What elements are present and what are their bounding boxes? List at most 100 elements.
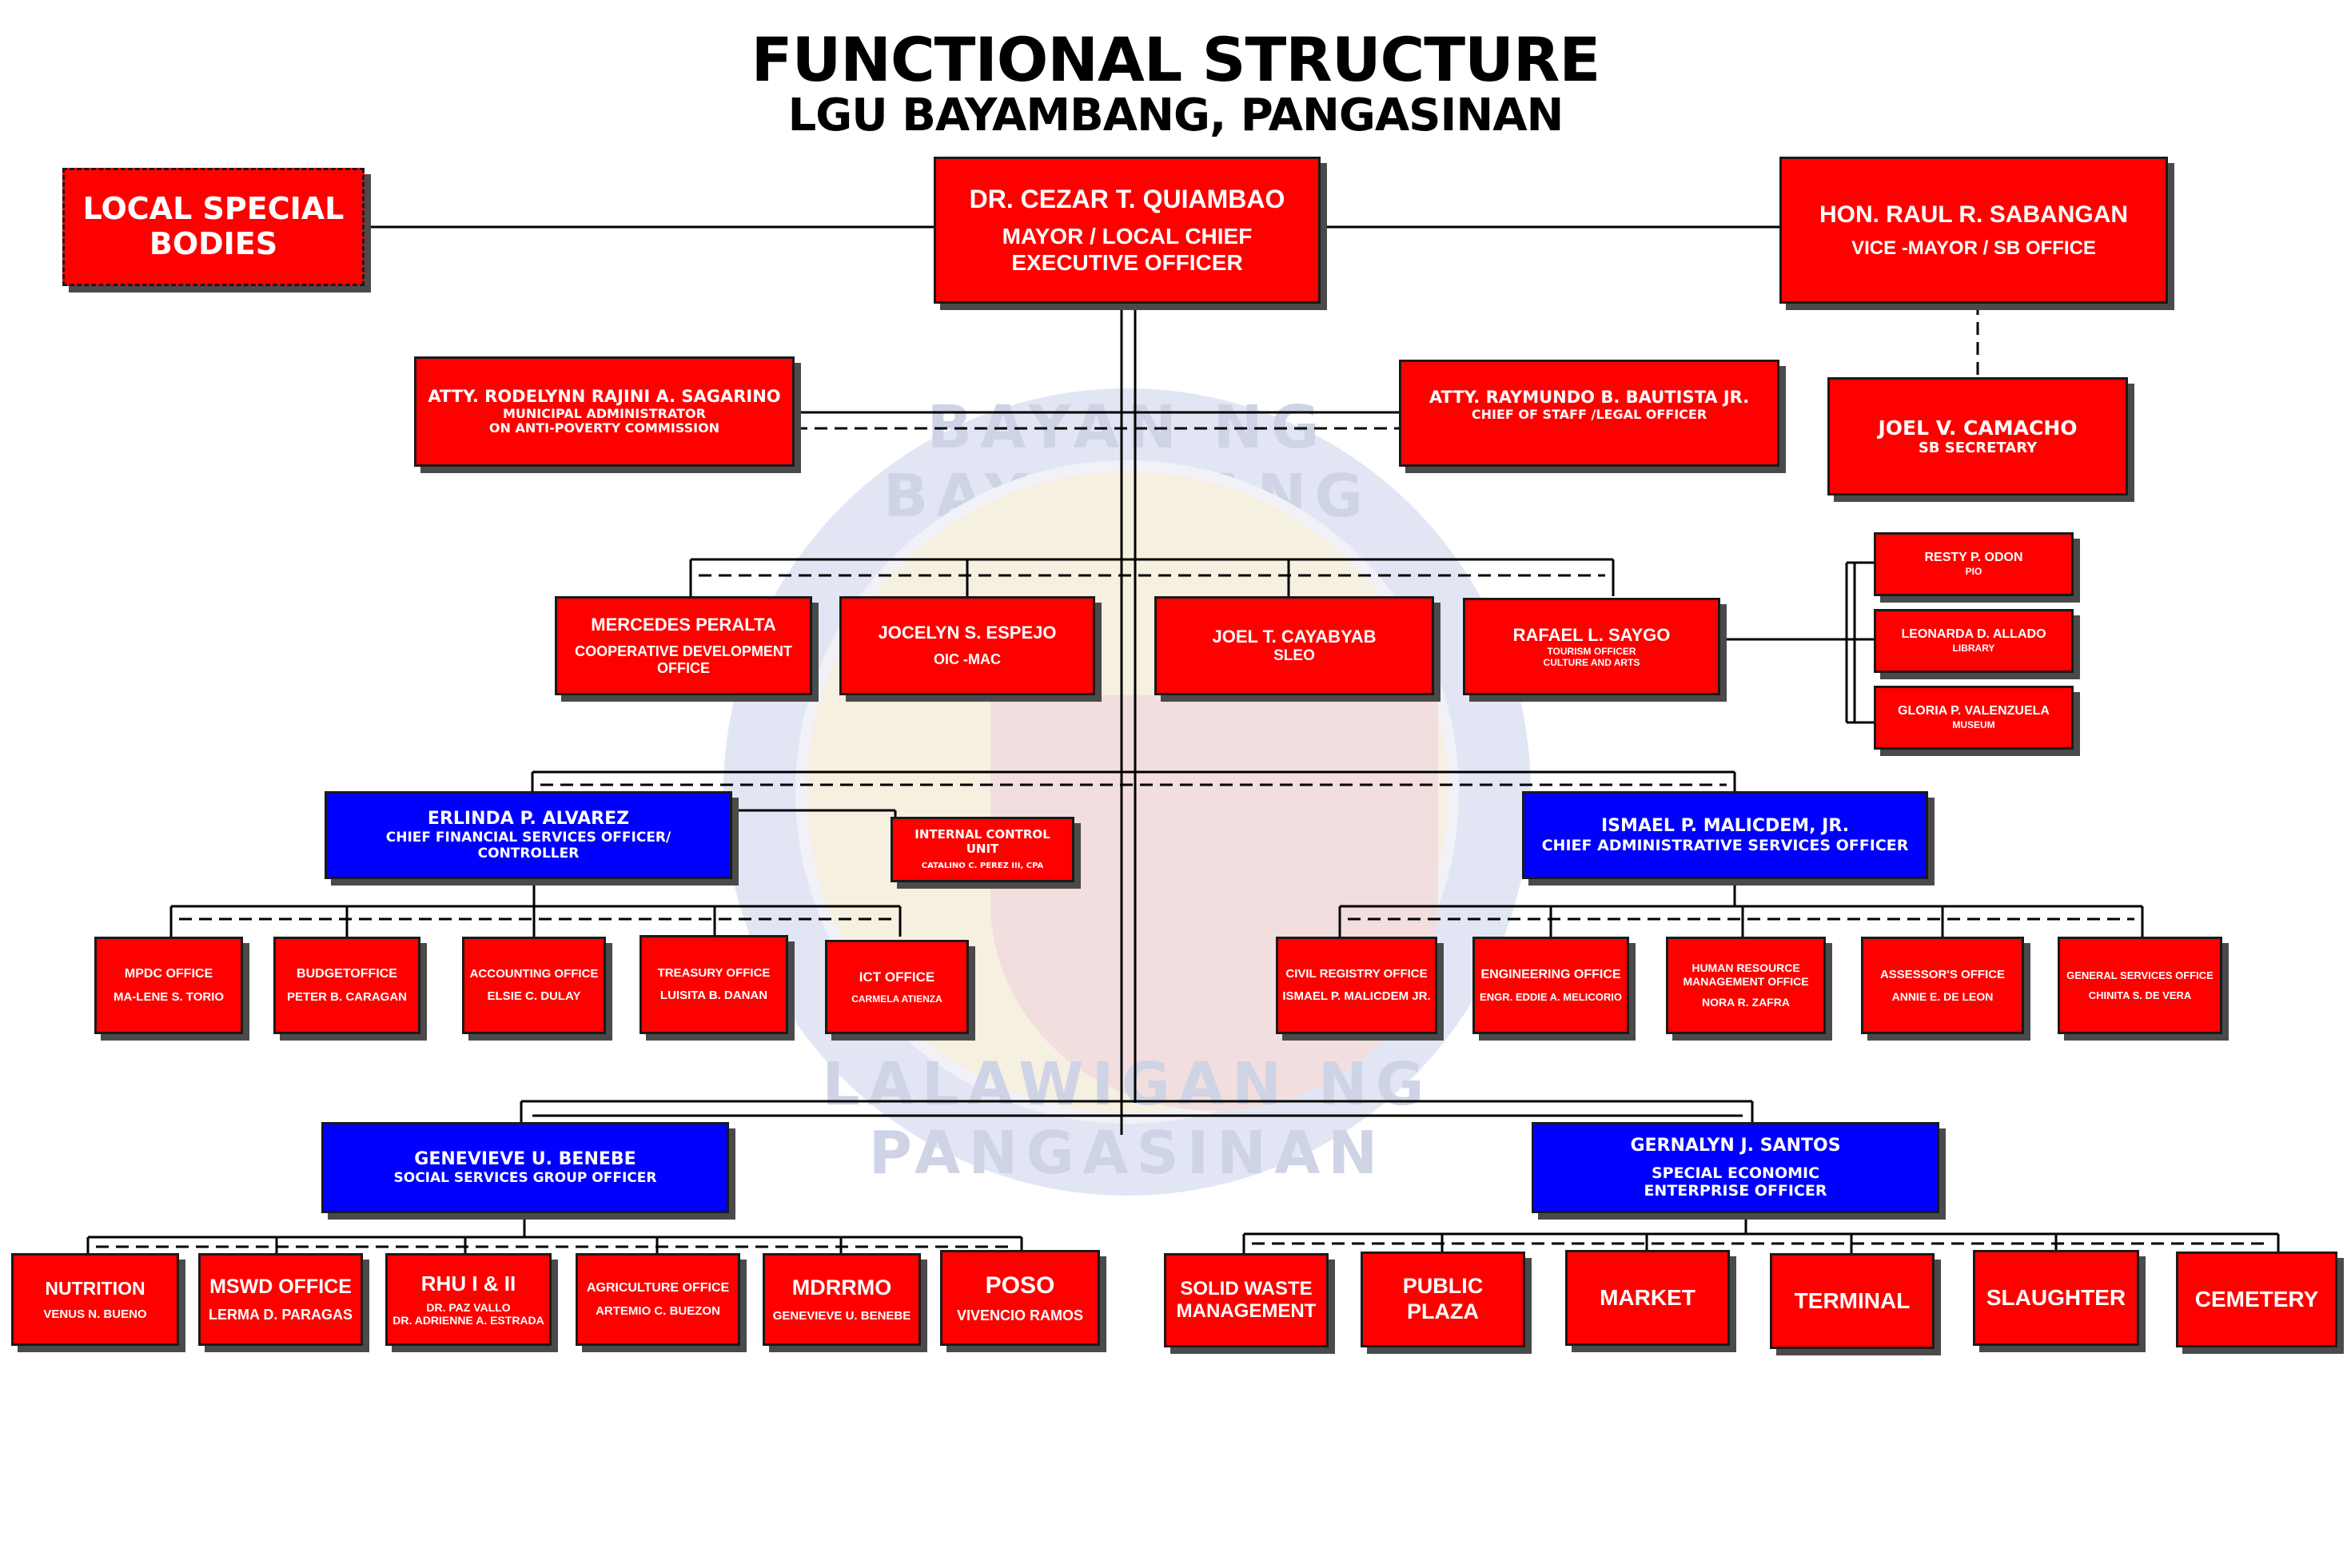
group-head-name: ISMAEL P. MALICDEM, JR. [1600,815,1850,836]
office-head-name: JOEL T. CAYABYAB [1212,626,1377,647]
unit-title: MUSEUM [1952,719,1995,731]
chief-of-staff-name: ATTY. RAYMUNDO B. BAUTISTA JR. [1429,388,1750,407]
unit-label-line1: SOLID WASTE [1180,1277,1313,1299]
unit-label-line2: MANAGEMENT [1176,1300,1317,1322]
unit-head-name: RESTY P. ODON [1924,551,2023,565]
office-person: MA-LENE S. TORIO [113,989,225,1004]
sb-secretary-name: JOEL V. CAMACHO [1878,416,2078,440]
mayor-name: DR. CEZAR T. QUIAMBAO [969,185,1285,214]
office-head-name: JOCELYN S. ESPEJO [878,623,1057,643]
general-services-office-box: GENERAL SERVICES OFFICE CHINITA S. DE VE… [2058,937,2222,1034]
engineering-office-box: ENGINEERING OFFICE ENGR. EDDIE A. MELICO… [1472,937,1629,1034]
seal-text-bottom: LALAWIGAN NG PANGASINAN [822,1050,1433,1188]
office-title: COOPERATIVE DEVELOPMENT OFFICE [575,643,792,676]
office-title-line2: CULTURE AND ARTS [1543,656,1640,668]
office-person: ENGR. EDDIE A. MELICORIO [1480,990,1622,1003]
group-head-name: GENEVIEVE U. BENEBE [414,1149,636,1169]
assessors-office-box: ASSESSOR'S OFFICE ANNIE E. DE LEON [1861,937,2024,1034]
agriculture-office-box: AGRICULTURE OFFICE ARTEMIO C. BUEZON [576,1253,740,1346]
unit-title: PIO [1965,566,1982,578]
local-special-bodies-box: LOCAL SPECIAL BODIES [62,168,365,286]
office-person: GENEVIEVE U. BENEBE [772,1309,911,1323]
office-person: LUISITA B. DANAN [659,989,768,1002]
internal-control-label-line1: INTERNAL CONTROL [914,827,1050,842]
oic-mac-box: JOCELYN S. ESPEJO OIC -MAC [839,596,1095,695]
public-plaza-box: PUBLIC PLAZA [1361,1252,1525,1347]
chief-of-staff-box: ATTY. RAYMUNDO B. BAUTISTA JR. CHIEF OF … [1399,360,1779,467]
chart-title: FUNCTIONAL STRUCTURE [751,24,1601,95]
office-name-line2: MANAGEMENT OFFICE [1683,974,1809,988]
office-name: ICT OFFICE [859,969,935,985]
terminal-box: TERMINAL [1770,1253,1935,1349]
rhu-box: RHU I & II DR. PAZ VALLO DR. ADRIENNE A.… [385,1253,552,1346]
office-person: NORA R. ZAFRA [1702,996,1790,1009]
unit-label: MARKET [1600,1285,1696,1311]
office-person: VIVENCIO RAMOS [956,1307,1084,1324]
mpdc-office-box: MPDC OFFICE MA-LENE S. TORIO [94,937,243,1034]
group-head-title-line2: CONTROLLER [477,845,580,862]
internal-control-unit-box: INTERNAL CONTROL UNIT CATALINO C. PEREZ … [891,817,1074,882]
office-head-name: MERCEDES PERALTA [591,614,776,635]
office-name: MPDC OFFICE [124,966,213,981]
office-person: CHINITA S. DE VERA [2088,989,2192,1001]
solid-waste-management-box: SOLID WASTE MANAGEMENT [1164,1253,1329,1347]
vice-mayor-title: VICE -MAYOR / SB OFFICE [1851,237,2096,259]
office-person: LERMA D. PARAGAS [209,1307,353,1323]
administrator-name: ATTY. RODELYNN RAJINI A. SAGARINO [428,386,781,406]
group-head-title-line1: CHIEF FINANCIAL SERVICES OFFICER/ [385,829,671,846]
museum-box: GLORIA P. VALENZUELA MUSEUM [1874,686,2074,750]
office-name: MSWD OFFICE [209,1275,352,1298]
unit-label-line2: PLAZA [1407,1299,1479,1323]
budget-office-box: BUDGETOFFICE PETER B. CARAGAN [273,937,420,1034]
mdrrmo-box: MDRRMO GENEVIEVE U. BENEBE [763,1253,921,1346]
office-name: ASSESSOR'S OFFICE [1879,967,2006,981]
office-person: DR. PAZ VALLO [426,1300,511,1314]
administrative-services-head-box: ISMAEL P. MALICDEM, JR. CHIEF ADMINISTRA… [1522,791,1928,879]
group-head-name: ERLINDA P. ALVAREZ [427,808,630,829]
office-person: ISMAEL P. MALICDEM JR. [1282,989,1431,1003]
mayor-box: DR. CEZAR T. QUIAMBAO MAYOR / LOCAL CHIE… [934,157,1321,304]
administrator-title-line1: MUNICIPAL ADMINISTRATOR [503,405,706,421]
office-name: RHU I & II [420,1272,516,1296]
office-title-line1: TOURISM OFFICER [1547,645,1636,657]
unit-head-name: LEONARDA D. ALLADO [1901,627,2046,642]
pio-box: RESTY P. ODON PIO [1874,532,2074,596]
office-title: OIC -MAC [934,651,1001,668]
unit-title: LIBRARY [1952,643,1995,655]
group-head-title: SOCIAL SERVICES GROUP OFFICER [393,1169,657,1186]
cooperative-development-box: MERCEDES PERALTA COOPERATIVE DEVELOPMENT… [555,596,812,695]
seal-shield [990,695,1438,1111]
vice-mayor-name: HON. RAUL R. SABANGAN [1819,201,2129,229]
office-person: ARTEMIO C. BUEZON [596,1303,720,1318]
group-head-name: GERNALYN J. SANTOS [1630,1135,1841,1156]
local-special-bodies-label: LOCAL SPECIAL BODIES [82,191,345,261]
cemetery-box: CEMETERY [2176,1252,2337,1347]
office-person: ANNIE E. DE LEON [1891,989,1994,1003]
vice-mayor-box: HON. RAUL R. SABANGAN VICE -MAYOR / SB O… [1779,157,2168,304]
tourism-office-box: RAFAEL L. SAYGO TOURISM OFFICER CULTURE … [1463,598,1720,695]
office-name: ENGINEERING OFFICE [1480,967,1621,981]
library-box: LEONARDA D. ALLADO LIBRARY [1874,609,2074,673]
accounting-office-box: ACCOUNTING OFFICE ELSIE C. DULAY [462,937,606,1034]
group-head-title-line2: ENTERPRISE OFFICER [1644,1181,1827,1200]
office-name-line1: HUMAN RESOURCE [1692,961,1800,975]
ict-office-box: ICT OFFICE CARMELA ATIENZA [825,940,969,1034]
office-name: AGRICULTURE OFFICE [586,1280,730,1295]
mayor-title-line1: MAYOR / LOCAL CHIEF [1002,223,1253,249]
unit-head-name: GLORIA P. VALENZUELA [1898,704,2050,718]
market-box: MARKET [1565,1250,1730,1346]
administrator-title-line2: ON ANTI-POVERTY COMMISSION [488,420,720,436]
office-person: VENUS N. BUENO [43,1307,147,1321]
office-head-name: RAFAEL L. SAYGO [1512,624,1671,645]
office-name: ACCOUNTING OFFICE [469,967,599,981]
sb-secretary-title: SB SECRETARY [1918,440,2038,457]
office-name: CIVIL REGISTRY OFFICE [1285,967,1428,981]
unit-label-line1: PUBLIC [1402,1274,1484,1299]
mayor-title-line2: EXECUTIVE OFFICER [1011,249,1243,275]
civil-registry-office-box: CIVIL REGISTRY OFFICE ISMAEL P. MALICDEM… [1276,937,1437,1034]
unit-label: TERMINAL [1794,1288,1911,1314]
sb-secretary-box: JOEL V. CAMACHO SB SECRETARY [1827,377,2128,495]
economic-enterprise-head-box: GERNALYN J. SANTOS SPECIAL ECONOMIC ENTE… [1532,1122,1939,1213]
office-name: TREASURY OFFICE [657,966,771,981]
